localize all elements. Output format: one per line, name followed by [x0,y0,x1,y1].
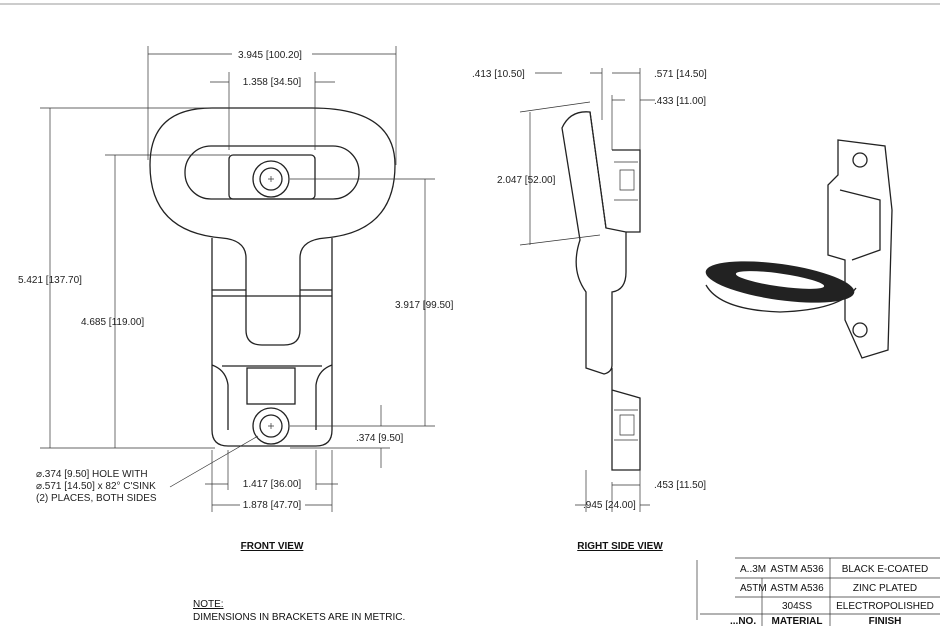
material-table [696,557,940,626]
side-view-dimensions [519,68,655,512]
front-view-dimensions [40,46,435,512]
dim-hole-to-bottom: 4.685 [119.00] [81,317,144,328]
svg-text:...NO.: ...NO. [730,616,756,626]
dim-thickness-top: .571 [14.50] [654,69,707,80]
svg-text:304SS: 304SS [782,601,812,612]
dim-top-offset: .413 [10.50] [472,69,525,80]
side-view-part [561,111,641,471]
dim-hole-offset: .374 [9.50] [356,433,403,444]
dim-overall-width: 3.945 [100.20] [238,50,302,61]
svg-text:FINISH: FINISH [869,616,902,626]
callout-line-3: (2) PLACES, BOTH SIDES [36,493,157,504]
svg-text:ASTM A536: ASTM A536 [770,583,824,594]
dim-slot-width: 1.358 [34.50] [243,77,302,88]
table-header: ...NO. MATERIAL FINISH [730,616,901,626]
dim-overall-height: 5.421 [137.70] [18,275,82,286]
dim-hole-spacing: 3.917 [99.50] [395,300,454,311]
dim-bottom-thickness: .453 [11.50] [654,480,706,491]
dim-outer-width: 1.878 [47.70] [243,500,302,511]
svg-text:MATERIAL: MATERIAL [772,616,823,626]
callout-line-1: ⌀.374 [9.50] HOLE WITH [36,469,148,480]
note-text: DIMENSIONS IN BRACKETS ARE IN METRIC. [193,612,405,623]
dim-step-length: 2.047 [52.00] [497,175,556,186]
dim-depth: .945 [24.00] [583,500,636,511]
dim-thickness-inner: .433 [11.00] [654,96,706,107]
svg-text:A5TM: A5TM [740,583,767,594]
front-view-title: FRONT VIEW [241,541,304,552]
table-row: A..3M ASTM A536 BLACK E-COATED [740,564,928,575]
svg-text:ELECTROPOLISHED: ELECTROPOLISHED [836,601,934,612]
table-row: A5TM ASTM A536 ZINC PLATED [740,583,917,594]
table-row: 304SS ELECTROPOLISHED [782,601,934,612]
dim-inner-width: 1.417 [36.00] [243,479,302,490]
svg-text:ASTM A536: ASTM A536 [770,564,824,575]
svg-text:A..3M: A..3M [740,564,766,575]
callout-line-2: ⌀.571 [14.50] x 82° C'SINK [36,481,156,492]
front-view-part [149,107,396,447]
note-heading: NOTE: [193,599,224,610]
isometric-view [705,139,893,359]
svg-text:ZINC PLATED: ZINC PLATED [853,583,917,594]
svg-text:BLACK E-COATED: BLACK E-COATED [842,564,929,575]
side-view-title: RIGHT SIDE VIEW [577,541,663,552]
